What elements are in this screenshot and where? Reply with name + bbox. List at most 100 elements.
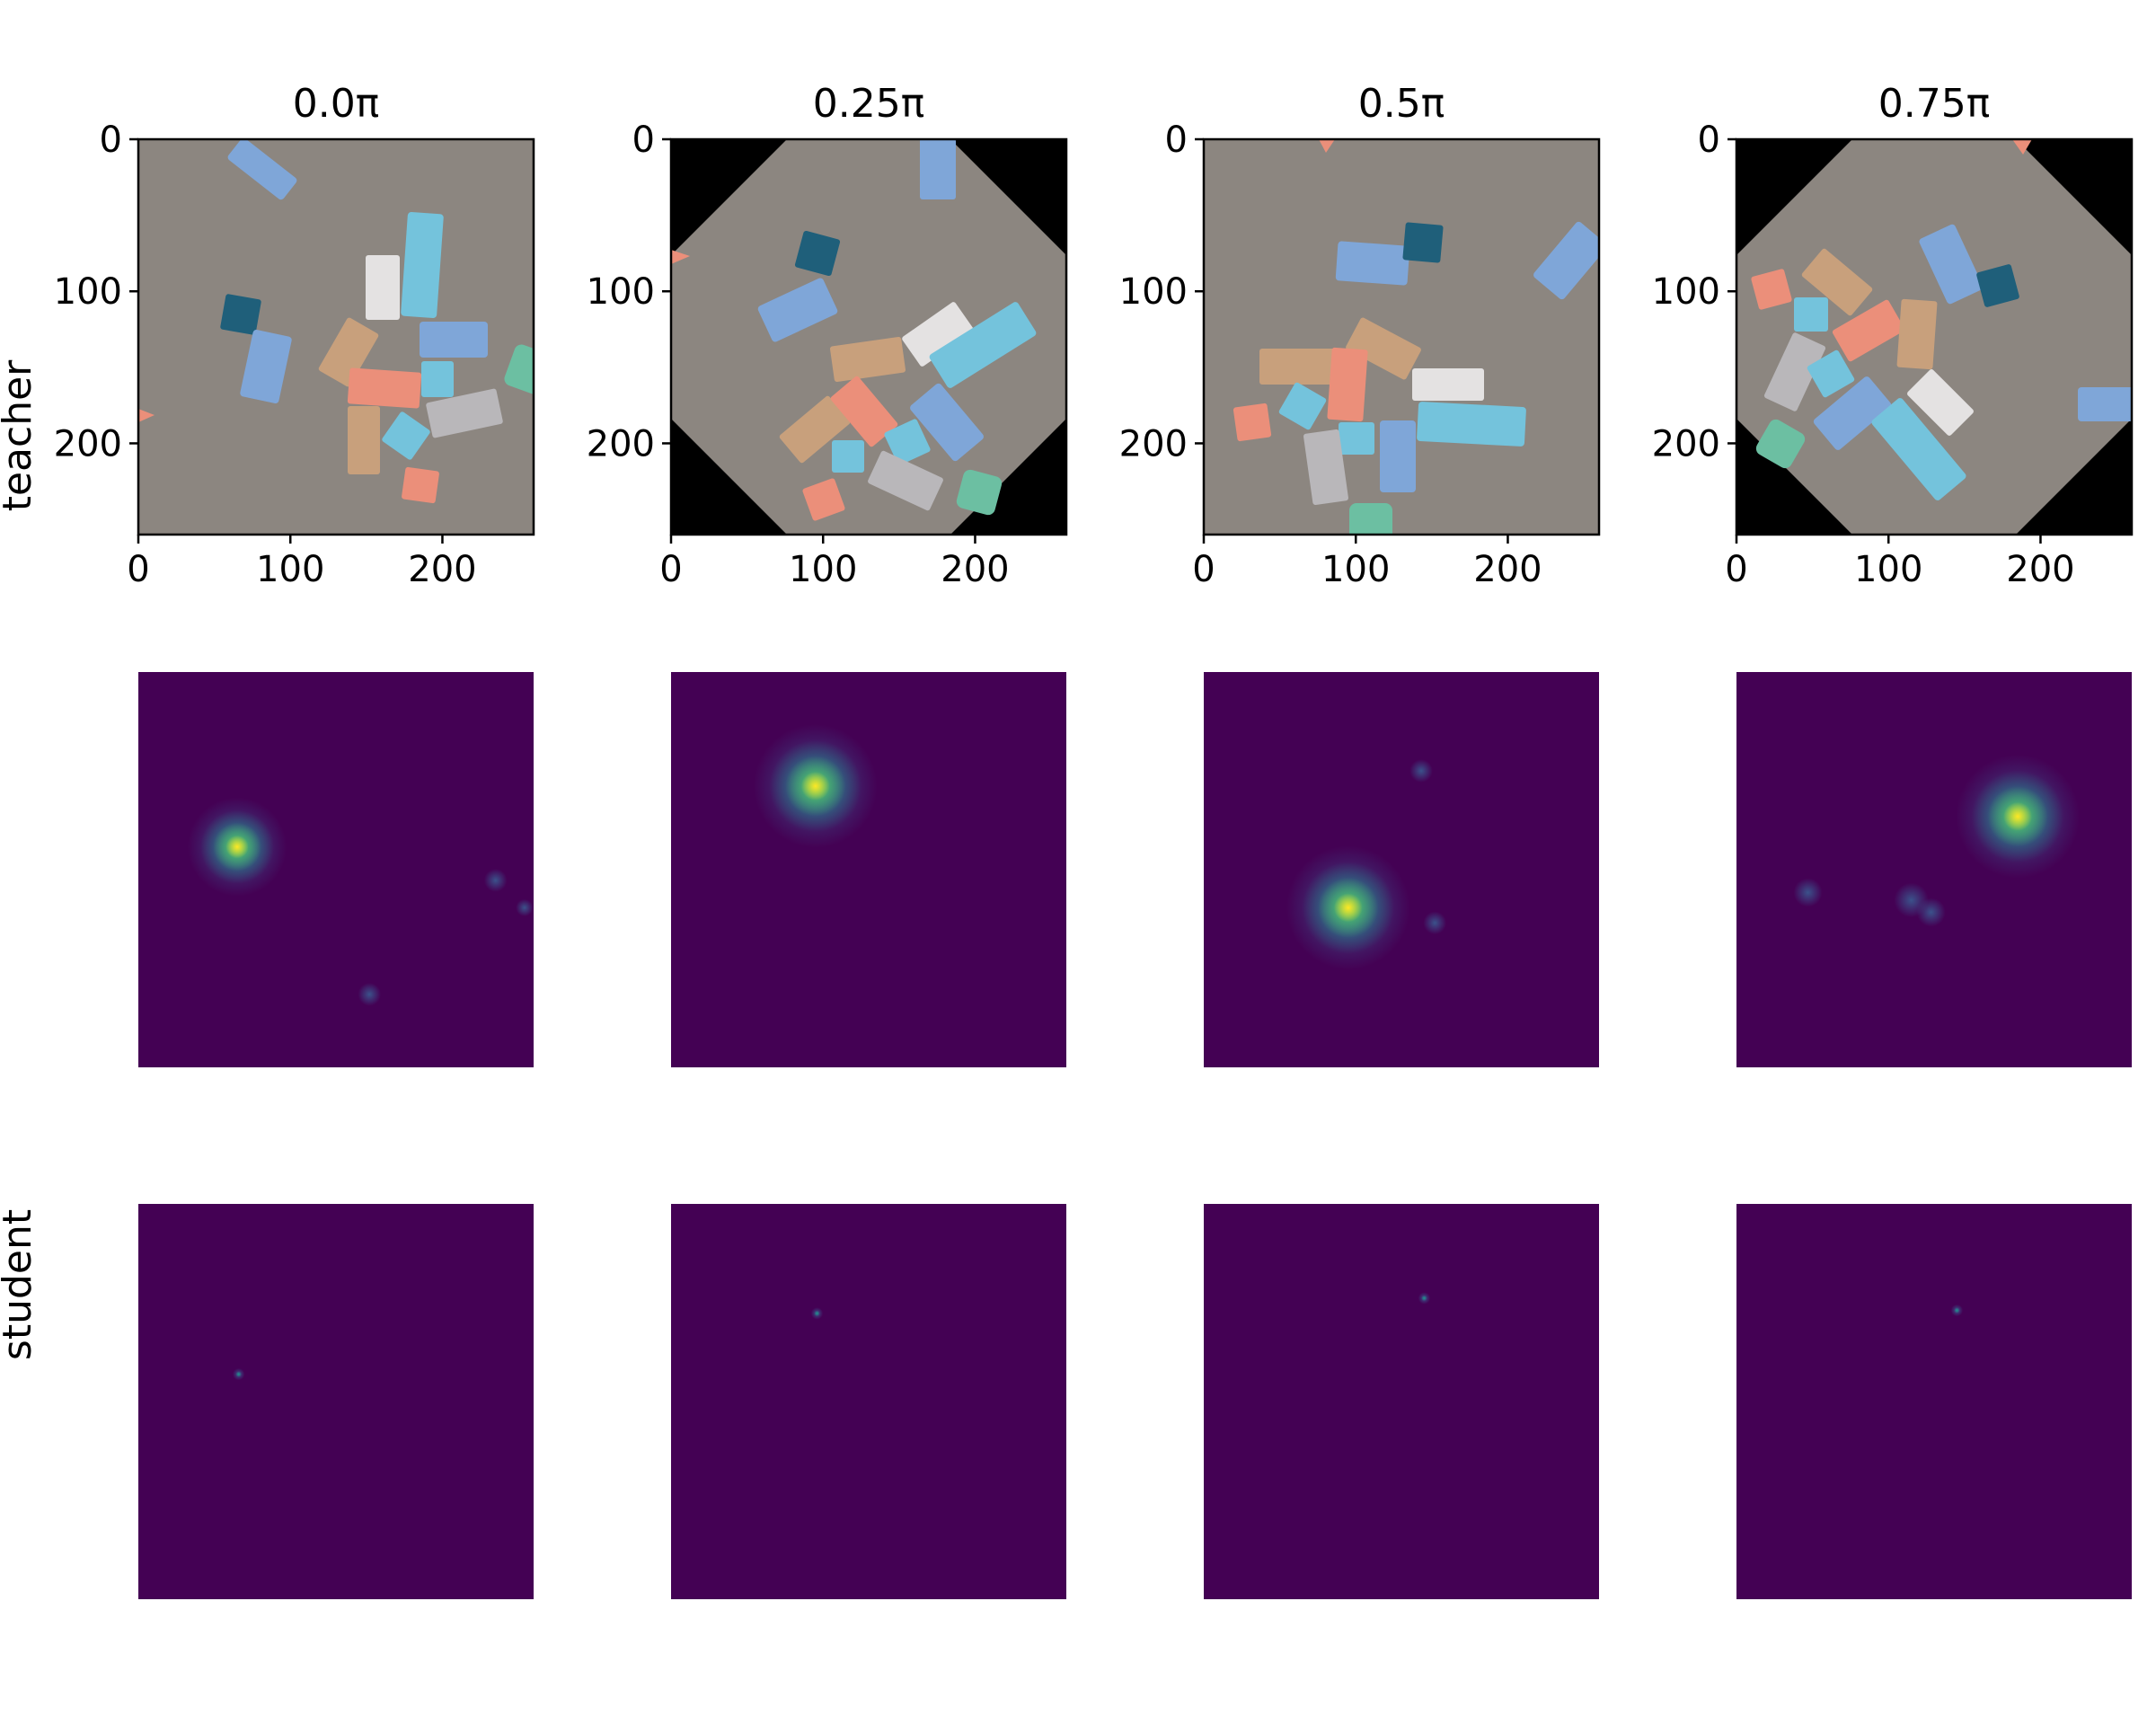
block-blue (757, 278, 838, 342)
row-label-student: student (0, 1209, 40, 1360)
block-salmon (1832, 299, 1905, 362)
block-grey (1763, 332, 1826, 411)
block-blue (240, 330, 292, 403)
block-blue (910, 383, 984, 462)
block-tan (318, 317, 379, 387)
axis-frame-2 (1202, 137, 1601, 536)
y-tick-label: 100 (587, 271, 655, 313)
scene-panel-1 (671, 139, 1066, 535)
block-grey (1303, 429, 1348, 506)
student-heatmap-panel-3 (1736, 1204, 2132, 1599)
column-title-0: 0.0π (293, 81, 379, 127)
block-cyan (401, 212, 444, 318)
block-salmon (830, 376, 898, 447)
block-green (1755, 419, 1806, 469)
block-dark (1976, 264, 2019, 307)
block-cyan (1339, 422, 1374, 455)
y-tick-label: 200 (1652, 423, 1720, 464)
y-tick-label: 0 (100, 119, 122, 161)
column-title-1: 0.25π (813, 81, 924, 127)
teacher-secondary-peak-0-ring (358, 982, 382, 1006)
block-green (956, 469, 1003, 516)
student-peak-1 (810, 1307, 824, 1320)
block-salmon (347, 367, 422, 409)
block-tan (1801, 248, 1873, 316)
block-tan (348, 406, 380, 474)
student-peak-3 (1950, 1304, 1964, 1317)
teacher-secondary-peak-0-ring (516, 898, 534, 916)
teacher-secondary-peak-2-ring (1409, 759, 1433, 783)
scene-panel-2 (1204, 139, 1599, 535)
teacher-secondary-peak-0 (516, 898, 534, 916)
student-peak-2 (1418, 1292, 1431, 1305)
teacher-secondary-peak-3-ring (1793, 878, 1823, 907)
x-tick-label: 0 (1192, 549, 1215, 590)
x-tick-label: 100 (1321, 549, 1390, 590)
block-tan (779, 395, 851, 464)
y-tick-label: 0 (1165, 119, 1188, 161)
row-label-teacher: teacher (0, 359, 40, 511)
block-salmon (802, 478, 845, 521)
x-tick-label: 0 (659, 549, 682, 590)
teacher-peak-1 (753, 724, 878, 848)
y-tick-label: 200 (54, 423, 122, 464)
block-salmon (138, 409, 155, 422)
block-salmon (402, 466, 439, 504)
axis-frame-0 (137, 137, 535, 536)
x-tick-label: 200 (941, 549, 1009, 590)
block-green (504, 344, 534, 396)
teacher-secondary-peak-0 (358, 982, 382, 1006)
x-tick-label: 200 (408, 549, 476, 590)
student-peak-3-ring (1954, 1307, 1960, 1314)
block-tan (1259, 349, 1335, 385)
x-tick-label: 100 (1854, 549, 1922, 590)
block-cyan (1871, 398, 1966, 500)
teacher-secondary-peak-2 (1409, 759, 1433, 783)
axis-frame-1 (669, 137, 1068, 536)
block-blue (920, 139, 956, 199)
block-cyan (1417, 402, 1526, 447)
teacher-peak-3 (1956, 754, 2080, 879)
block-cyan (1278, 382, 1327, 430)
column-title-3: 0.75π (1878, 81, 1990, 127)
y-tick-label: 200 (587, 423, 655, 464)
teacher-heatmap-panel-2 (1204, 672, 1599, 1067)
block-salmon (671, 250, 690, 264)
x-tick-label: 100 (789, 549, 857, 590)
block-cyan (421, 361, 454, 397)
y-tick-label: 0 (632, 119, 655, 161)
teacher-peak-1-ring (800, 771, 830, 801)
block-white (1412, 368, 1484, 401)
teacher-secondary-peak-3-ring (1916, 898, 1946, 927)
student-heatmap-panel-0 (138, 1204, 534, 1599)
scene-panel-0 (138, 139, 534, 535)
teacher-heatmap-panel-3 (1736, 672, 2132, 1067)
teacher-peak-2-ring (1333, 893, 1363, 923)
y-tick-label: 0 (1698, 119, 1720, 161)
student-heatmap-panel-2 (1204, 1204, 1599, 1599)
teacher-secondary-peak-0 (483, 869, 508, 892)
teacher-secondary-peak-0-ring (483, 869, 508, 892)
teacher-secondary-peak-3 (1793, 878, 1823, 907)
teacher-peak-3-ring (2003, 801, 2033, 831)
block-dark (1402, 222, 1444, 263)
student-heatmap-panel-1 (671, 1204, 1066, 1599)
teacher-secondary-peak-3 (1916, 898, 1946, 927)
block-tan (829, 337, 906, 382)
block-tan (1346, 317, 1421, 380)
block-blue (1533, 221, 1599, 300)
y-tick-label: 100 (1652, 271, 1720, 313)
block-cyan (1794, 297, 1828, 332)
block-blue (2078, 387, 2132, 421)
teacher-peak-0 (187, 797, 287, 897)
teacher-peak-2 (1286, 845, 1410, 970)
block-dark (220, 294, 261, 335)
block-salmon (1327, 347, 1368, 422)
axis-frame-3 (1735, 137, 2134, 536)
block-cyan (832, 440, 864, 473)
block-blue (227, 139, 297, 200)
block-salmon (1319, 139, 1335, 153)
student-peak-0 (232, 1367, 245, 1381)
heatmap-peaks (187, 724, 2080, 1381)
y-tick-label: 200 (1119, 423, 1188, 464)
